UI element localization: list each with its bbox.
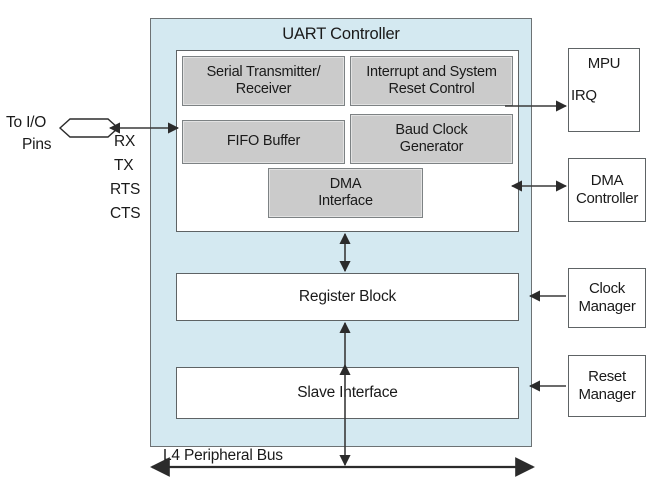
interrupt-line1: Interrupt and System	[366, 63, 497, 80]
clock-manager-line2: Manager	[578, 298, 636, 315]
block-interrupt-and-system-reset-control: Interrupt and System Reset Control	[350, 56, 513, 106]
block-register-block: Register Block	[176, 273, 519, 321]
block-slave-interface: Slave Interface	[176, 367, 519, 419]
block-serial-transmitter-receiver: Serial Transmitter/ Receiver	[182, 56, 345, 106]
block-baud-clock-generator: Baud Clock Generator	[350, 114, 513, 164]
block-reset-manager: Reset Manager	[568, 355, 646, 417]
mpu-label: MPU	[587, 55, 621, 72]
block-fifo-buffer: FIFO Buffer	[182, 120, 345, 164]
signal-label-rts: RTS	[110, 181, 141, 198]
block-clock-manager: Clock Manager	[568, 268, 646, 328]
block-dma-interface: DMA Interface	[268, 168, 423, 218]
reset-manager-line2: Manager	[578, 386, 636, 403]
fifo-label: FIFO Buffer	[226, 133, 301, 150]
serial-line2: Receiver	[235, 81, 292, 97]
mpu-irq-label: IRQ	[571, 86, 597, 104]
dma-interface-line2: Interface	[318, 193, 373, 209]
signal-label-rx: RX	[114, 133, 136, 150]
baud-line1: Baud Clock	[395, 121, 468, 138]
register-block-label: Register Block	[298, 287, 397, 305]
signal-label-cts: CTS	[110, 205, 141, 222]
dma-interface-line1: DMA	[329, 175, 362, 192]
signal-label-tx: TX	[114, 157, 134, 174]
clock-manager-line1: Clock	[588, 280, 625, 298]
serial-line1: Serial Transmitter/	[206, 63, 321, 80]
reset-manager-line1: Reset	[588, 368, 626, 386]
to-io-pins-label-line1: To I/O	[6, 114, 47, 131]
slave-interface-label: Slave Interface	[297, 383, 398, 401]
dma-controller-line1: DMA	[590, 172, 624, 190]
interrupt-line2: Reset Control	[388, 81, 475, 97]
to-io-pins-label-line2: Pins	[22, 136, 52, 153]
dma-controller-line2: Controller	[575, 190, 639, 207]
block-dma-controller: DMA Controller	[568, 158, 646, 222]
baud-line2: Generator	[399, 139, 464, 155]
block-mpu: MPU IRQ	[568, 48, 640, 132]
l4-peripheral-bus-label: L4 Peripheral Bus	[163, 447, 283, 464]
uart-controller-title: UART Controller	[282, 25, 400, 44]
io-bus-connector-shape	[58, 118, 120, 138]
